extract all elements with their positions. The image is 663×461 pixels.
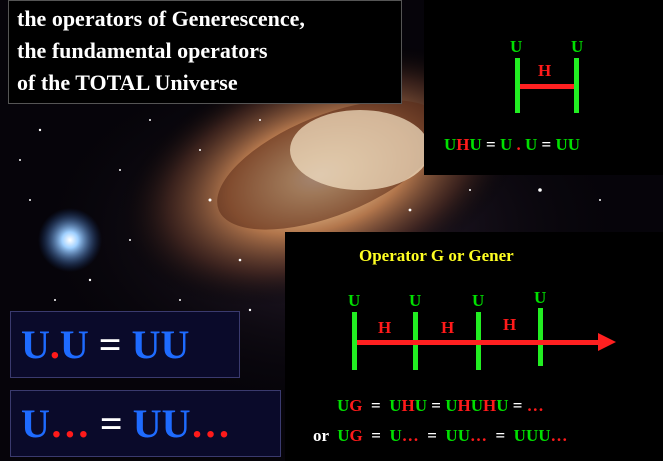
eq-ellipsis: … [527, 396, 544, 415]
title-line-1: the operators of Generescence, [17, 5, 305, 33]
h-label-3: H [503, 316, 516, 333]
gener-panel: Operator G or Gener U U U U H H H UG = U… [285, 232, 663, 461]
eq-or: or [313, 426, 337, 445]
h-link [520, 84, 574, 89]
eq-u: U [21, 325, 50, 365]
gener-equation-1: UG = UHU = UHUHU = … [337, 396, 544, 416]
title-box: the operators of Generescence, the funda… [8, 0, 402, 104]
eq-equals: = [537, 135, 555, 154]
eq-u: U [389, 396, 401, 415]
u-label-1: U [348, 292, 360, 309]
eq-u: U [471, 396, 483, 415]
u-label-3: U [472, 292, 484, 309]
u-bar-4 [538, 308, 543, 366]
eq-equals: = [509, 396, 527, 415]
eq-h: H [457, 396, 470, 415]
eq-equals: = [487, 426, 514, 445]
title-line-3: of the TOTAL Universe [17, 69, 238, 97]
eq-g: G [349, 396, 362, 415]
eq-ellipsis: … [470, 426, 487, 445]
u-label-left: U [510, 38, 522, 55]
eq-u: U [337, 426, 349, 445]
eq-equals: = [363, 426, 390, 445]
eq-u: U [525, 135, 537, 154]
eq-uu: UU [132, 325, 190, 365]
eq-equals: = [363, 396, 390, 415]
eq-u: U [389, 426, 401, 445]
eq-equals: = [427, 396, 445, 415]
uhu-equation: UHU = U . U = UU [444, 135, 580, 155]
u-label-right: U [571, 38, 583, 55]
h-label-1: H [378, 319, 391, 336]
u-bar-right [574, 58, 579, 113]
u-label-2: U [409, 292, 421, 309]
uhu-panel: U U H UHU = U . U = UU [424, 0, 663, 175]
eq-equals: = [482, 135, 500, 154]
eq-uu: UU [133, 404, 191, 444]
gener-arrow-head-icon [598, 333, 616, 351]
eq-h: H [401, 396, 414, 415]
eq-u: U [496, 396, 508, 415]
eq-u: U [21, 404, 50, 444]
eq-ellipsis: … [551, 426, 568, 445]
h-label: H [538, 62, 551, 79]
eq-uuu: UUU [514, 426, 551, 445]
gener-title: Operator G or Gener [359, 246, 514, 266]
equation-box-uu: U.U = UU [10, 311, 240, 378]
eq-ellipsis: … [402, 426, 419, 445]
eq-h: H [456, 135, 469, 154]
gener-arrow-shaft [357, 340, 599, 345]
eq-dot: . [512, 135, 525, 154]
u-label-4: U [534, 289, 546, 306]
title-line-2: the fundamental operators [17, 37, 268, 65]
eq-g: G [350, 426, 363, 445]
eq-u: U [445, 396, 457, 415]
eq-u: U [60, 325, 89, 365]
eq-ellipsis: … [190, 404, 230, 444]
h-label-2: H [441, 319, 454, 336]
eq-u: U [470, 135, 482, 154]
eq-u: U [337, 396, 349, 415]
eq-equals: = [89, 325, 132, 365]
eq-u: U [415, 396, 427, 415]
equation-box-uu-ellipsis: U… = UU… [10, 390, 281, 457]
eq-uu: UU [555, 135, 580, 154]
eq-dot: . [50, 325, 60, 365]
eq-uu: UU [445, 426, 470, 445]
eq-u: U [500, 135, 512, 154]
eq-equals: = [419, 426, 446, 445]
eq-h: H [483, 396, 496, 415]
gener-equation-2: or UG = U… = UU… = UUU… [313, 426, 568, 446]
eq-ellipsis: … [50, 404, 90, 444]
eq-equals: = [90, 404, 133, 444]
eq-u: U [444, 135, 456, 154]
